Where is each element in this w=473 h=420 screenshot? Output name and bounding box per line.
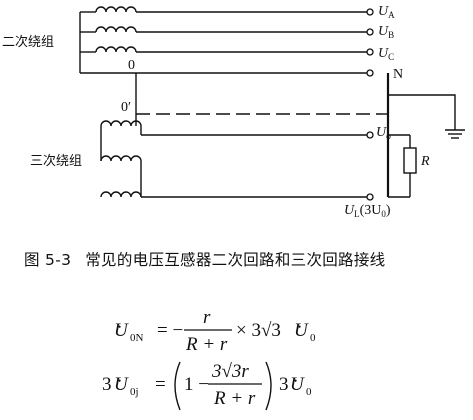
- resistor-label: R: [420, 154, 430, 169]
- f1-rhs-sub: 0: [310, 332, 316, 344]
- secondary-coil-c: [95, 46, 137, 53]
- f2-lhs-pre: 3: [102, 374, 112, 395]
- f1-rest: × 3√3: [236, 320, 281, 341]
- f1-den: R + r: [185, 334, 228, 355]
- ground-wire: [388, 94, 456, 130]
- f1-rhs: U: [294, 320, 309, 341]
- neutral-label: N: [393, 67, 403, 82]
- f2-left-paren: [174, 361, 181, 411]
- f2-lhs: U: [114, 374, 129, 395]
- svg-text:•: •: [298, 322, 301, 332]
- f1-lhs: U: [114, 320, 129, 341]
- terminal-n: [366, 69, 374, 77]
- terminal-uc-label: UC: [378, 46, 394, 62]
- f2-right-paren: [265, 361, 272, 411]
- terminal-ua: [366, 8, 374, 16]
- terminal-ub-label: UB: [378, 24, 394, 40]
- tertiary-coil-3: [100, 191, 142, 198]
- figure-caption-text: 常见的电压互感器二次回路和三次回路接线: [85, 251, 386, 269]
- f2-num: 3√3r: [211, 361, 249, 382]
- f2-rhs: U: [290, 374, 305, 395]
- terminal-uc: [366, 48, 374, 56]
- figure-number: 图 5-3: [24, 251, 72, 269]
- formula-1: • U 0N = − r R + r × 3√3 • U 0: [114, 307, 316, 355]
- resistor: [403, 147, 417, 174]
- node-zero-prime-label: 0′: [121, 100, 131, 115]
- f2-rhs-pre: 3: [279, 374, 289, 395]
- secondary-coil-b: [95, 26, 137, 33]
- f2-den: R + r: [213, 388, 256, 409]
- f2-eq: =: [155, 374, 166, 395]
- tertiary-winding-label: 三次绕组: [30, 153, 82, 169]
- svg-text:•: •: [118, 376, 121, 386]
- f2-one: 1 −: [184, 374, 209, 395]
- secondary-winding-label: 二次绕组: [2, 34, 54, 50]
- dot-1: •: [118, 322, 121, 332]
- f2-rhs-sub: 0: [306, 386, 312, 398]
- tertiary-coil-2: [100, 155, 142, 162]
- f2-lhs-sub: 0j: [130, 386, 139, 398]
- tertiary-coil-1: [100, 120, 142, 127]
- node-zero-label: 0: [128, 58, 135, 73]
- f1-eq: = −: [157, 320, 183, 341]
- terminal-ua-label: UA: [378, 4, 395, 20]
- terminal-uphi: [366, 131, 374, 139]
- circuit-diagram: 二次绕组 三次绕组 0 0′ N R UA UB UC Uϕ UL(3U0): [2, 4, 465, 219]
- terminal-uphi-label: Uϕ: [376, 125, 391, 141]
- svg-text:•: •: [294, 376, 297, 386]
- formula-2: 3 • U 0j = 1 − 3√3r R + r 3 • U 0: [102, 361, 312, 411]
- formula-block: • U 0N = − r R + r × 3√3 • U 0 3 • U 0j …: [102, 307, 316, 411]
- terminal-ul: [366, 193, 374, 201]
- figure-caption: 图 5-3 常见的电压互感器二次回路和三次回路接线: [24, 248, 464, 270]
- terminal-ub: [366, 28, 374, 36]
- secondary-coil-a: [95, 6, 137, 13]
- terminal-ul-label: UL(3U0): [344, 203, 391, 219]
- f1-num: r: [203, 307, 211, 328]
- f1-lhs-sub: 0N: [130, 332, 144, 344]
